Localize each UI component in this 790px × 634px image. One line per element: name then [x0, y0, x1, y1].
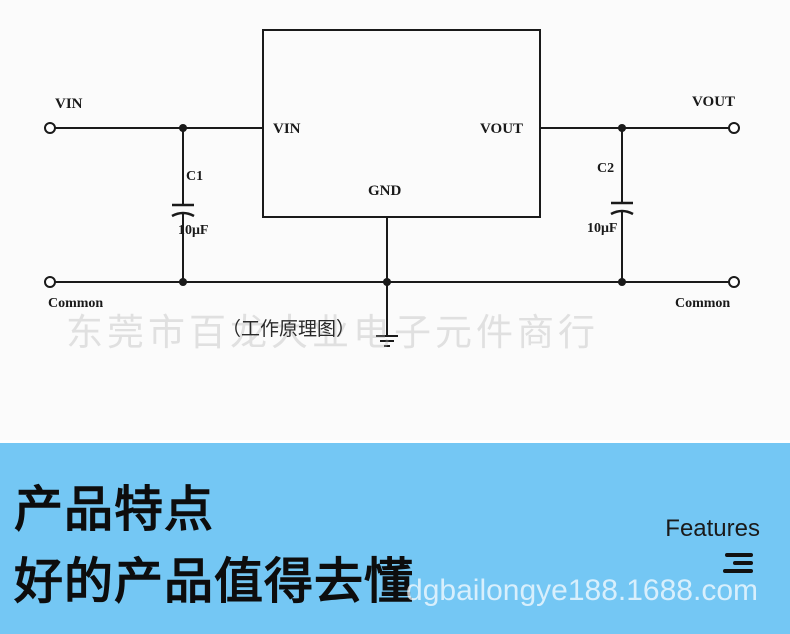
label-vout-pin: VOUT: [480, 121, 523, 137]
vout-terminal: [728, 122, 740, 134]
label-gnd-pin: GND: [368, 183, 402, 199]
regulator-box: [262, 29, 541, 218]
capacitor-c1: [171, 124, 195, 286]
common-terminal-right: [728, 276, 740, 288]
label-vout-output: VOUT: [692, 94, 735, 110]
circuit-diagram: VIN VIN VOUT VOUT GND C1 10μF C2 10μF Co…: [44, 29, 740, 354]
diagram-watermark: 东莞市百龙大业电子元件商行: [66, 311, 599, 354]
banner-watermark: dgbailongye188.1688.com: [406, 574, 758, 607]
banner-title-line1: 产品特点: [14, 481, 215, 538]
label-common-left: Common: [48, 296, 103, 311]
label-vin-pin: VIN: [273, 121, 301, 137]
label-c1-name: C1: [186, 169, 203, 184]
label-vin-input: VIN: [55, 96, 83, 112]
features-banner: [0, 443, 790, 634]
features-label: Features: [665, 515, 760, 542]
label-common-right: Common: [675, 296, 730, 311]
label-c2-value: 10μF: [587, 221, 618, 236]
common-terminal-left: [44, 276, 56, 288]
schematic-svg: VIN VIN VOUT VOUT GND C1 10μF C2 10μF Co…: [44, 29, 740, 347]
vin-terminal: [44, 122, 56, 134]
diagram-caption: （工作原理图）: [222, 318, 356, 340]
label-c1-value: 10μF: [178, 223, 209, 238]
label-c2-name: C2: [597, 161, 614, 176]
ground-connection: [376, 217, 398, 347]
capacitor-c2: [610, 124, 634, 286]
banner-title-line2: 好的产品值得去懂: [14, 553, 415, 610]
menu-lines-icon: [719, 552, 755, 574]
